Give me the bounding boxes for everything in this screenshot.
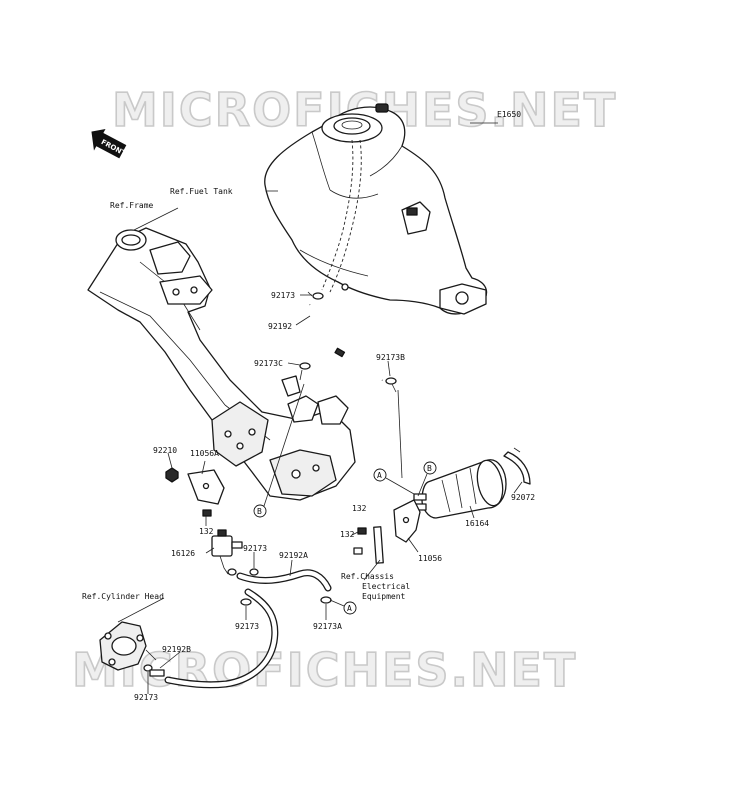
- line-92173b-to-canister: [397, 389, 403, 479]
- part-92173b: 92173B: [376, 353, 405, 362]
- clamp-92173c: [299, 362, 311, 381]
- canister-16164: [413, 459, 507, 519]
- part-11056a: 11056A: [190, 449, 219, 458]
- bolt-132-left: [202, 509, 212, 517]
- hose-92192a: [236, 569, 332, 592]
- part-92192: 92192: [268, 322, 292, 331]
- part-92173a: 92173A: [313, 622, 342, 631]
- clamp-92173-bottom: [143, 664, 165, 677]
- part-92173-mid: 92173: [243, 544, 267, 553]
- callout-b-lower: B: [253, 383, 305, 518]
- part-92173-top: 92173: [271, 291, 295, 300]
- callout-b-upper-label: B: [427, 464, 432, 473]
- bracket-11056a: [187, 469, 225, 505]
- ref-cylinder-head-label: Ref.Cylinder Head: [82, 592, 164, 601]
- part-11056: 11056: [418, 554, 442, 563]
- front-arrow-icon: FRONT: [91, 128, 127, 159]
- clamp-92173-low: [240, 598, 252, 606]
- ref-chassis-equipment-label: Equipment: [362, 592, 406, 601]
- ref-frame-label: Ref.Frame: [110, 201, 154, 210]
- ref-chassis-label: Ref.Chassis: [341, 572, 394, 581]
- hose-92192b: [164, 588, 279, 689]
- part-92173c: 92173C: [254, 359, 283, 368]
- callout-a-lower: A: [329, 599, 357, 615]
- part-132-right-lower: 132: [340, 530, 355, 539]
- callout-b-lower-label: B: [257, 507, 262, 516]
- part-132-right: 132: [352, 504, 367, 513]
- part-92173-low: 92173: [235, 622, 259, 631]
- cylinder-head: [99, 621, 157, 671]
- valve-16126: [211, 529, 243, 575]
- leader-lines: [117, 122, 523, 694]
- part-92192a: 92192A: [279, 551, 308, 560]
- strap: [373, 526, 384, 564]
- band-92072: [503, 447, 531, 485]
- part-16164: 16164: [465, 519, 489, 528]
- ref-fuel-tank-label: Ref.Fuel Tank: [170, 187, 233, 196]
- callout-b-upper: B: [417, 461, 437, 497]
- part-92072: 92072: [511, 493, 535, 502]
- part-92192b: 92192B: [162, 645, 191, 654]
- clamp-92173-mid: [227, 568, 259, 576]
- fuel-tank: [264, 103, 488, 315]
- callout-a-lower-label: A: [347, 604, 352, 613]
- clamp-92173-top: [307, 291, 324, 300]
- clamp-92173a: [320, 596, 332, 604]
- hose-92192: [308, 304, 383, 382]
- part-92173-bottom: 92173: [134, 693, 158, 702]
- nut-92210: [165, 467, 179, 483]
- part-16126: 16126: [171, 549, 195, 558]
- callout-a-upper-label: A: [377, 471, 382, 480]
- ref-chassis-electrical-label: Electrical: [362, 582, 410, 591]
- bracket-11056: [393, 499, 421, 543]
- bolt-132-right: [353, 527, 367, 555]
- callout-a-upper: A: [373, 468, 415, 495]
- part-92210: 92210: [153, 446, 177, 455]
- part-132-left: 132: [199, 527, 214, 536]
- clamp-92173b: [385, 377, 397, 393]
- diagram-code: E1650: [497, 110, 521, 119]
